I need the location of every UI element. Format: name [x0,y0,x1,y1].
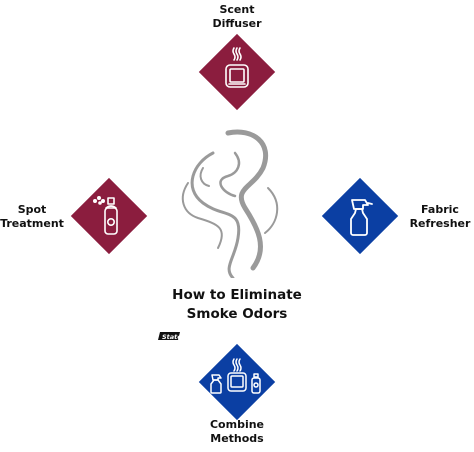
fabric-refresher-label-line1: Fabric [421,203,459,216]
fabric-refresher-label-line2: Refresher [409,217,471,230]
spray-bottle-icon [350,199,373,236]
spot-treatment-label-line2: Treatment [0,217,64,230]
brand-logo: State [158,330,184,344]
scent-diffuser-label-line1: Scent [219,3,255,16]
scent-diffuser-label: Scent Diffuser [212,3,261,31]
combine-methods-label-line1: Combine [209,418,265,431]
svg-text:State: State [162,333,182,341]
spot-treatment-label-line1: Spot [17,203,47,216]
diagram-title-line2: Smoke Odors [186,306,288,322]
diagram-title-line1: How to Eliminate [172,287,302,303]
diffuser-icon [225,47,249,88]
spot-treatment-label: Spot Treatment [0,203,64,231]
brand-logo-mark: State [158,332,182,341]
scent-diffuser-label-line2: Diffuser [212,17,262,30]
smoke-icon [181,129,279,278]
fabric-refresher-label: Fabric Refresher [410,203,471,231]
diagram-title: How to Eliminate Smoke Odors [172,286,302,324]
combine-methods-label: Combine Methods [210,418,264,446]
combine-methods-label-line2: Methods [210,432,264,445]
aerosol-can-icon [92,195,118,235]
combined-products-icon [210,358,261,394]
